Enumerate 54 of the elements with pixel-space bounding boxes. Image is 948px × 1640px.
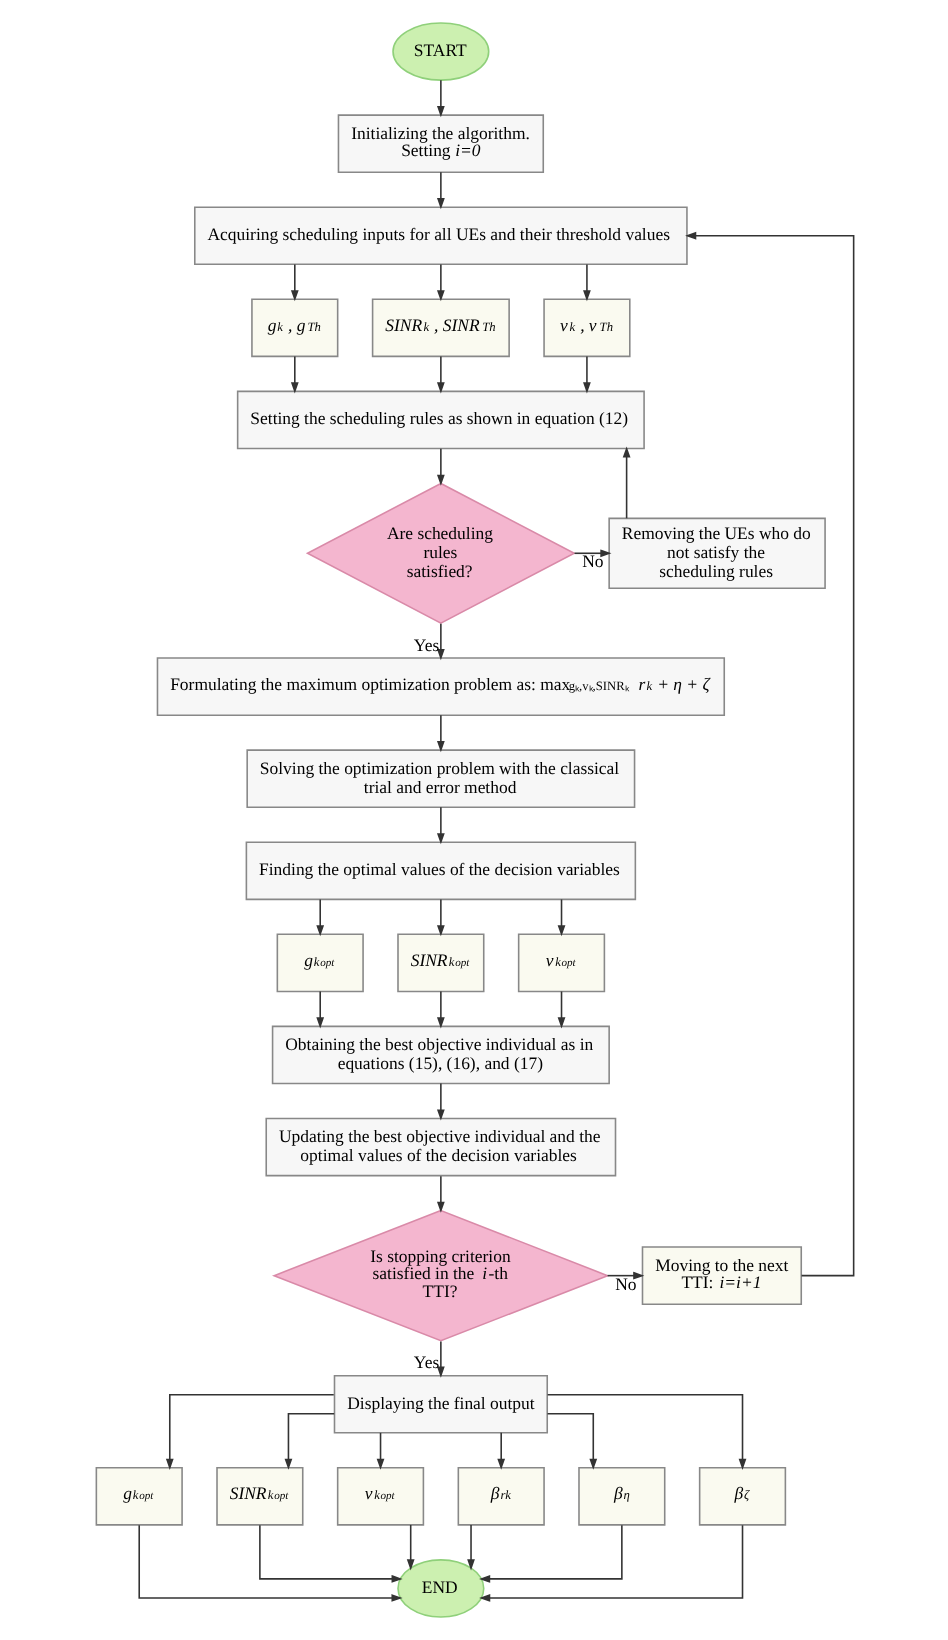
- arrow: [435, 1340, 444, 1378]
- node-box: Obtaining the best objective individual as in equations (15), (16), and (17): [270, 1025, 609, 1085]
- edge-label: Yes: [412, 634, 439, 655]
- arrow: [478, 1524, 622, 1583]
- node-diamond: Are scheduling rules satisfied?: [304, 482, 575, 625]
- arrow: [572, 549, 611, 558]
- arrow: [283, 1412, 334, 1470]
- arrow: [435, 623, 444, 661]
- arrow: [435, 79, 444, 118]
- edge-label: No: [614, 1273, 636, 1294]
- arrow: [435, 806, 444, 845]
- node-box: Solving the optimization problem with the classical trial and error method: [245, 749, 635, 809]
- node-box: Removing the UEs who do not satisfy the scheduling rules: [607, 517, 825, 589]
- arrow: [435, 714, 444, 753]
- node-box: Updating the best objective individual and the optimal values of the decision variables: [264, 1117, 616, 1177]
- arrow: [582, 263, 590, 302]
- arrow: [466, 1524, 474, 1571]
- arrow: [545, 1412, 597, 1470]
- arrow: [684, 231, 854, 1277]
- arrow: [137, 1524, 402, 1602]
- arrow: [545, 1393, 746, 1470]
- arrow: [315, 898, 324, 937]
- node-box: Moving to the next TTI: i=i+1: [640, 1246, 802, 1306]
- edge-label: Yes: [412, 1352, 439, 1373]
- arrow: [435, 448, 444, 486]
- node-ellipse: START: [391, 22, 489, 81]
- arrow: [435, 898, 444, 937]
- arrow: [496, 1432, 505, 1470]
- arrow: [605, 1271, 644, 1280]
- arrow: [405, 1524, 414, 1571]
- arrow: [621, 446, 630, 520]
- node-box: Displaying the final output: [332, 1374, 548, 1434]
- arrow: [289, 263, 298, 302]
- node-box: Finding the optimal values of the decision variables: [244, 841, 636, 901]
- arrow: [556, 990, 565, 1029]
- arrow: [435, 990, 444, 1029]
- arrow: [435, 1082, 444, 1121]
- arrow: [556, 898, 565, 937]
- arrow: [258, 1524, 402, 1583]
- arrow: [315, 990, 324, 1029]
- arrow: [164, 1393, 334, 1470]
- arrow: [435, 355, 444, 394]
- node-box: Acquiring scheduling inputs for all UEs and their threshold values: [193, 206, 687, 266]
- node-box: Setting the scheduling rules as shown in equation (12): [235, 390, 644, 450]
- edge-label: No: [581, 551, 603, 572]
- arrow: [582, 355, 590, 394]
- node-box: Initializing the algorithm. Setting i=0: [336, 114, 544, 174]
- arrow: [478, 1524, 743, 1602]
- arrow: [289, 355, 298, 394]
- node-diamond: Is stopping criterion satisfied in the i-th TTI?: [270, 1209, 609, 1342]
- arrow: [435, 171, 444, 210]
- arrow: [435, 1175, 444, 1213]
- arrow: [435, 263, 444, 302]
- arrow: [375, 1432, 384, 1470]
